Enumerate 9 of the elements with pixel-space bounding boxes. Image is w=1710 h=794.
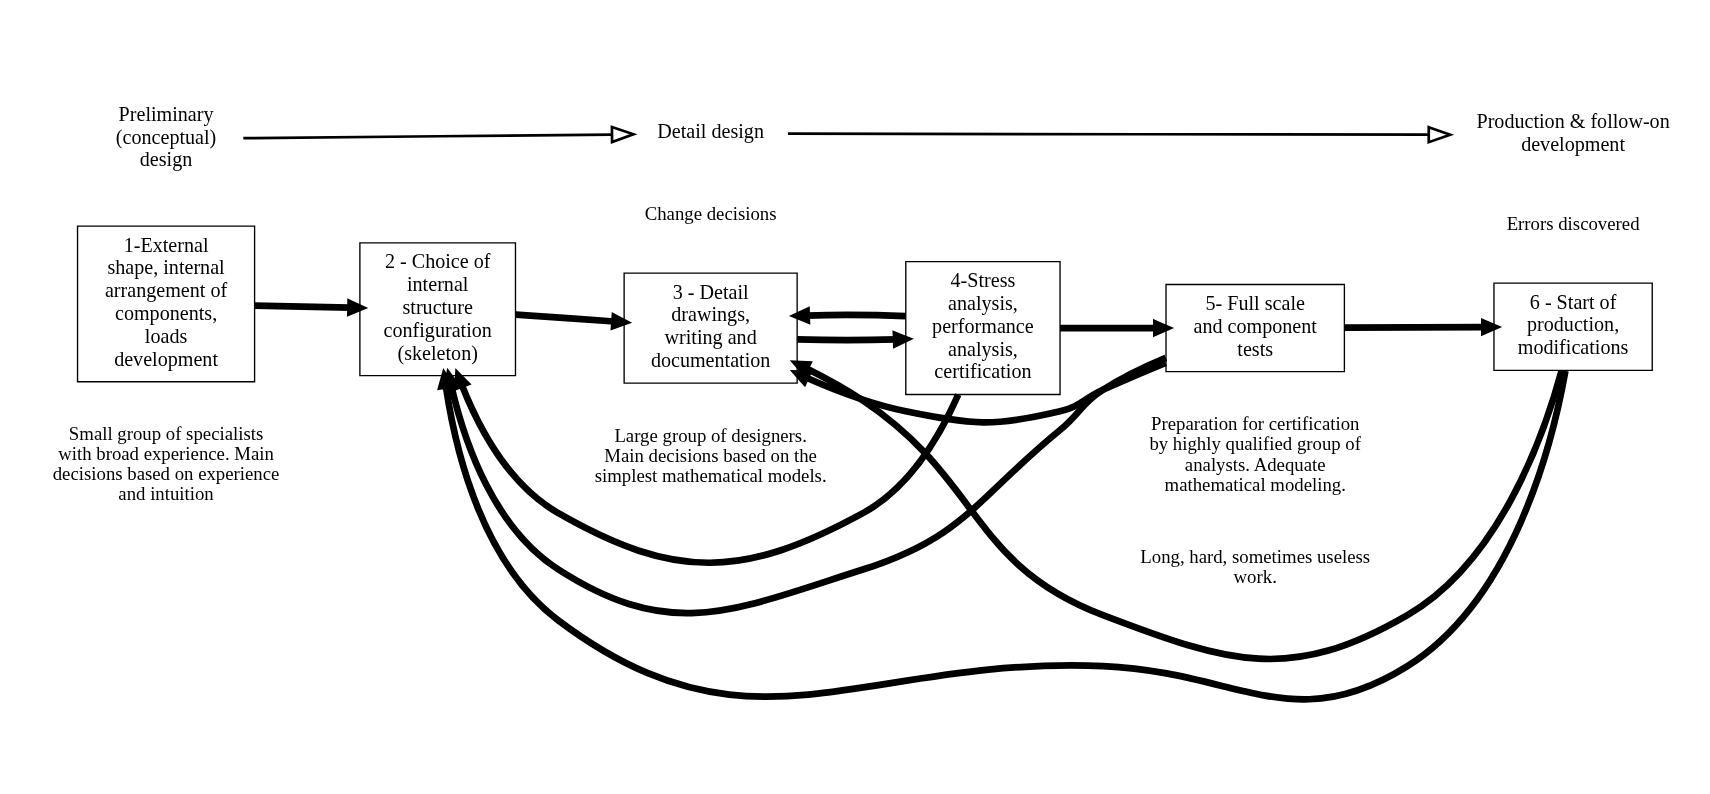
label: Preparation for certification by highly qualified group of analysts. Adequate mathematical modeling. — [1148, 412, 1361, 495]
label: Change decisions — [644, 202, 777, 224]
label: Small group of specialists with broad experience. Main decisions based on experience and intuition — [52, 422, 279, 504]
node-text: Production & follow-on development — [1475, 109, 1670, 155]
label: Long, hard, sometimes useless work. — [1139, 545, 1370, 587]
node-text: Detail design — [656, 119, 764, 142]
label: Large group of designers. Main decisions based on the simplest mathematical models. — [594, 424, 827, 486]
label: Errors discovered — [1506, 212, 1640, 234]
node-text: Preliminary (conceptual) design — [115, 102, 216, 170]
